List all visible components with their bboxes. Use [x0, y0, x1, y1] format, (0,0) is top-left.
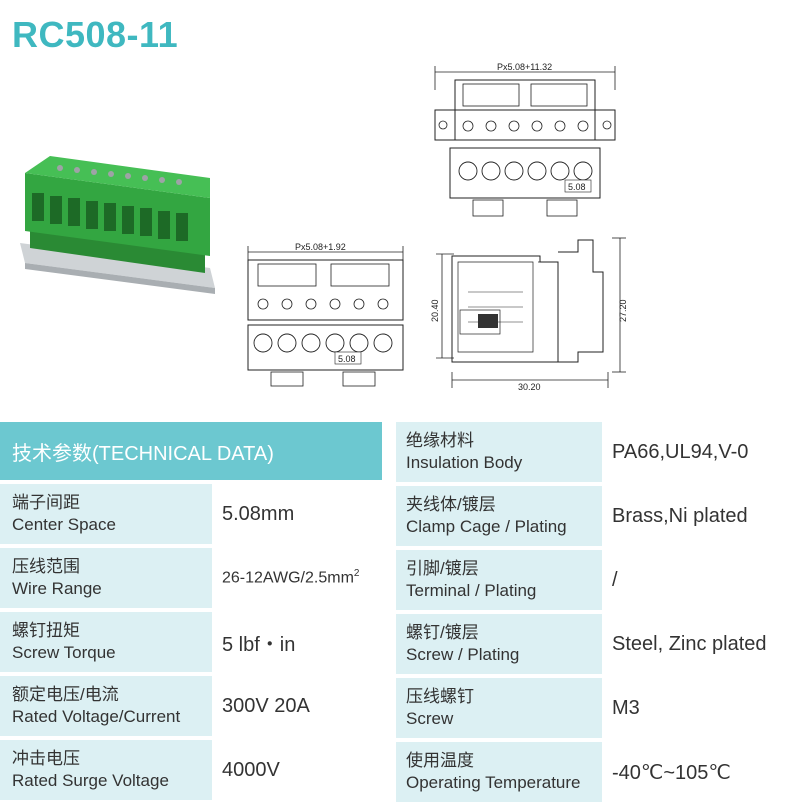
- top-view-drawing: Px5.08+11.32 5.08: [434, 62, 616, 217]
- front-dim-label: Px5.08+1.92: [295, 242, 346, 252]
- spec-value: 4000V: [212, 740, 382, 800]
- product-title: RC508-11: [12, 14, 179, 55]
- front-view-drawing: Px5.08+1.92 5.08: [247, 242, 404, 387]
- spec-value: /: [602, 550, 808, 610]
- spec-value: 5.08mm: [212, 484, 382, 544]
- top-dim-label: Px5.08+11.32: [497, 62, 552, 72]
- side-total-height-label: 27.20: [618, 299, 628, 322]
- side-width-label: 30.20: [518, 382, 541, 392]
- side-view-drawing: 20.40 27.20 30.20: [430, 237, 628, 392]
- side-height-label: 20.40: [430, 299, 440, 322]
- spec-value: Steel, Zinc plated: [602, 614, 808, 674]
- spec-value: -40℃~105℃: [602, 742, 808, 802]
- technical-data-header: 技术参数(TECHNICAL DATA): [0, 422, 382, 480]
- spec-value: 26-12AWG/2.5mm2: [212, 548, 382, 608]
- pitch-front-label: 5.08: [338, 354, 356, 364]
- spec-value: Brass,Ni plated: [602, 486, 808, 546]
- product-photo: [20, 156, 215, 294]
- spec-value: PA66,UL94,V-0: [602, 422, 808, 482]
- spec-value: 5 lbf・in: [212, 612, 382, 672]
- spec-value: M3: [602, 678, 808, 738]
- spec-value: 300V 20A: [212, 676, 382, 736]
- pitch-top-label: 5.08: [568, 182, 586, 192]
